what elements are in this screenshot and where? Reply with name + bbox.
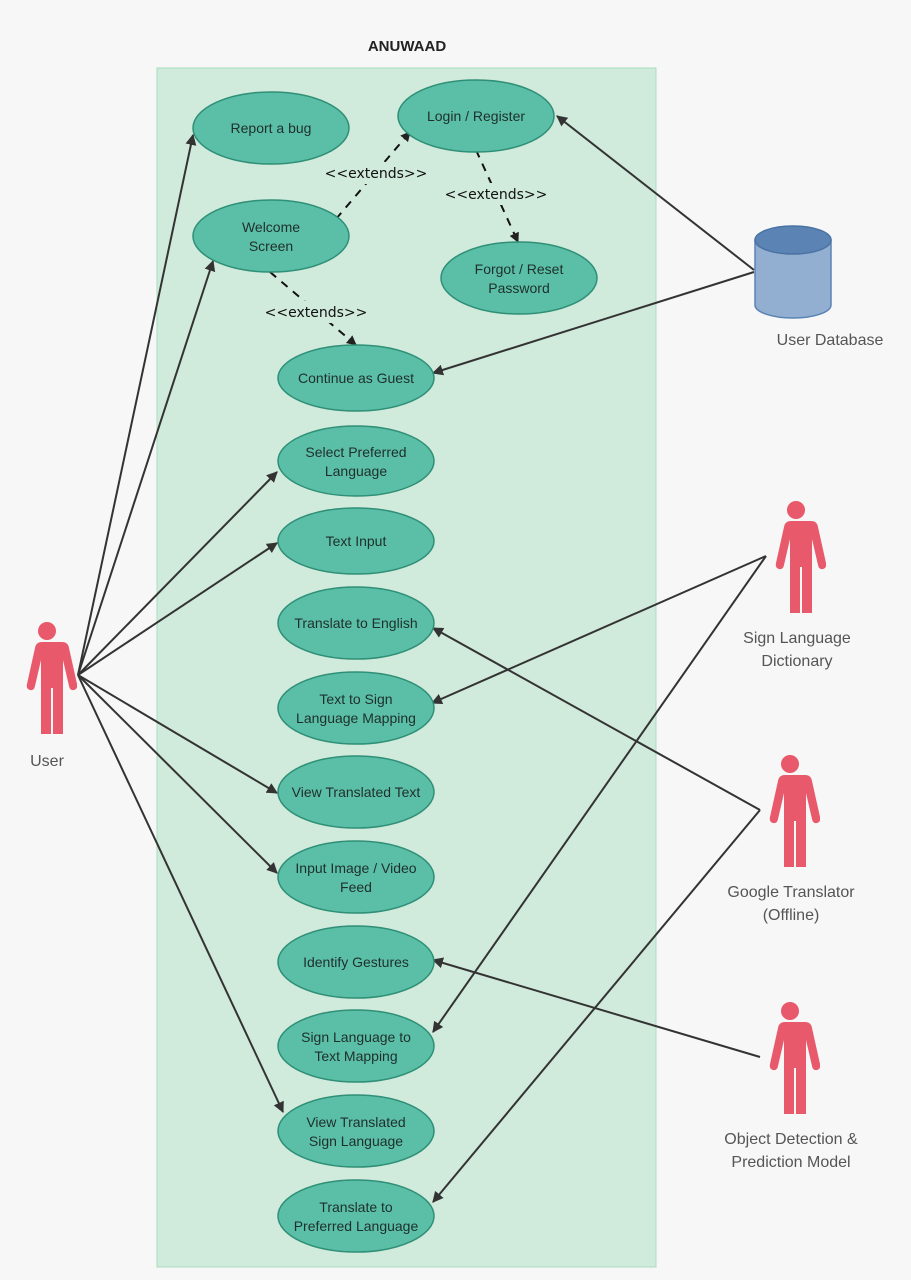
sign-dictionary-label: Sign Language <box>743 630 851 647</box>
assoc-user-text-input <box>77 542 278 676</box>
usecase-text-input[interactable]: Text Input <box>277 507 435 575</box>
extend-label: <<extends>> <box>445 187 548 203</box>
usecase-label: Translate to English <box>294 615 417 631</box>
usecase-view-translated-sign[interactable]: View Translated Sign Language <box>277 1094 435 1168</box>
usecase-label: Preferred Language <box>294 1218 419 1234</box>
usecase-sign-to-text[interactable]: Sign Language to Text Mapping <box>277 1009 435 1083</box>
object-detection-label: Object Detection & <box>724 1131 858 1148</box>
user-database-label: User Database <box>777 332 884 349</box>
sign-dictionary-actor-icon[interactable] <box>775 501 826 621</box>
database-icon[interactable] <box>754 225 832 319</box>
usecase-report-bug[interactable]: Report a bug <box>192 91 350 165</box>
usecase-select-language[interactable]: Select Preferred Language <box>277 425 435 497</box>
user-associations <box>77 133 284 1113</box>
usecase-label: Report a bug <box>231 120 312 136</box>
usecase-translate-preferred[interactable]: Translate to Preferred Language <box>277 1179 435 1253</box>
object-detection-label: Prediction Model <box>731 1154 850 1171</box>
usecase-label: Forgot / Reset <box>475 261 564 277</box>
usecase-label: Input Image / Video <box>295 860 416 876</box>
user-actor-icon[interactable] <box>26 622 77 742</box>
usecase-label: Password <box>488 280 549 296</box>
usecase-label: Feed <box>340 879 372 895</box>
usecase-label: Translate to <box>319 1199 393 1215</box>
usecase-login-register[interactable]: Login / Register <box>397 79 555 153</box>
assoc-db-guest <box>431 271 755 376</box>
usecase-label: Language Mapping <box>296 710 416 726</box>
usecase-label: Login / Register <box>427 108 525 124</box>
user-label: User <box>30 753 64 770</box>
actor-labels: User User Database Sign Language Diction… <box>30 332 883 1171</box>
usecase-label: Select Preferred <box>305 444 406 460</box>
usecase-label: Screen <box>249 238 293 254</box>
usecase-identify-gestures[interactable]: Identify Gestures <box>277 925 435 999</box>
usecase-label: Text to Sign <box>319 691 392 707</box>
assoc-user-view-text <box>77 674 278 794</box>
usecase-label: Identify Gestures <box>303 954 409 970</box>
usecase-label: Sign Language to <box>301 1029 411 1045</box>
usecase-label: Language <box>325 463 388 479</box>
usecase-input-image-video[interactable]: Input Image / Video Feed <box>277 840 435 914</box>
sign-dictionary-label: Dictionary <box>761 653 832 670</box>
usecase-label: View Translated Text <box>292 784 421 800</box>
usecase-translate-english[interactable]: Translate to English <box>277 586 435 660</box>
google-translator-label: (Offline) <box>763 907 820 924</box>
assoc-user-welcome <box>77 259 216 676</box>
assoc-user-select-language <box>77 471 278 676</box>
extend-label: <<extends>> <box>325 166 428 182</box>
system-associations <box>430 115 767 1203</box>
usecase-label: Welcome <box>242 219 300 235</box>
assoc-dictionary-sign-to-text <box>432 555 767 1033</box>
usecase-welcome-screen[interactable]: Welcome Screen <box>192 199 350 273</box>
usecase-forgot-password[interactable]: Forgot / Reset Password <box>440 241 598 315</box>
usecase-label: Sign Language <box>309 1133 403 1149</box>
usecase-label: Text Mapping <box>314 1048 397 1064</box>
extend-welcome-login <box>335 131 411 220</box>
google-translator-label: Google Translator <box>727 884 855 901</box>
usecase-label: Text Input <box>326 533 387 549</box>
extend-labels: <<extends>> <<extends>> <<extends>> <box>262 162 550 323</box>
usecase-label: View Translated <box>306 1114 405 1130</box>
usecase-label: Continue as Guest <box>298 370 414 386</box>
usecase-view-translated-text[interactable]: View Translated Text <box>277 755 435 829</box>
use-cases: Report a bug Login / Register Welcome Sc… <box>192 79 598 1253</box>
assoc-translator-english <box>432 627 761 811</box>
extend-welcome-guest <box>269 271 357 346</box>
assoc-user-view-sign <box>77 674 284 1113</box>
extend-label: <<extends>> <box>265 305 368 321</box>
google-translator-actor-icon[interactable] <box>769 755 820 875</box>
object-detection-actor-icon[interactable] <box>769 1002 820 1122</box>
assoc-user-report-bug <box>77 133 197 676</box>
assoc-dictionary-text-to-sign <box>430 555 767 705</box>
assoc-translator-preferred <box>432 809 761 1203</box>
assoc-db-login <box>556 115 755 271</box>
assoc-user-input-image <box>77 674 278 874</box>
usecase-continue-guest[interactable]: Continue as Guest <box>277 344 435 412</box>
assoc-model-gestures <box>431 957 761 1058</box>
diagram-title: ANUWAAD <box>368 38 446 55</box>
usecase-text-to-sign[interactable]: Text to Sign Language Mapping <box>277 671 435 745</box>
